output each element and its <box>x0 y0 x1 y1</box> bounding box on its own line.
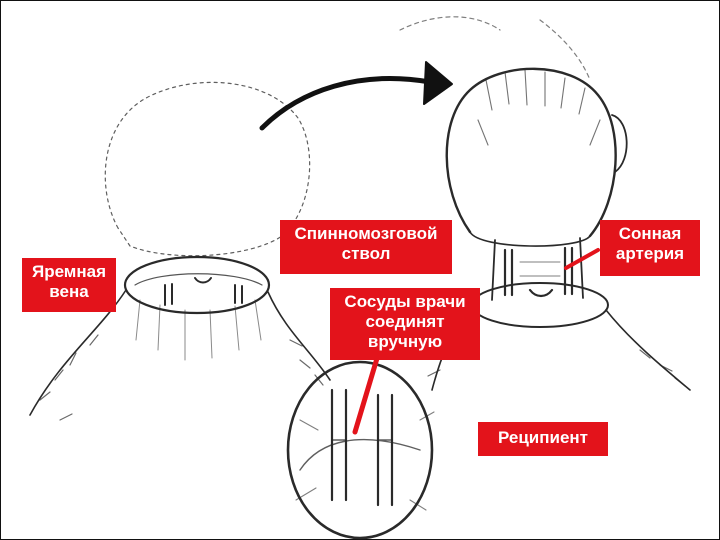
label-jugular-vein: Яремная вена <box>22 258 116 312</box>
recipient-vessels <box>505 248 572 296</box>
label-spinal-line-2: ствол <box>288 244 444 264</box>
label-carotid-line-1: Сонная <box>608 224 692 244</box>
label-recipient-text: Реципиент <box>486 428 600 448</box>
donor-neck-cut <box>125 257 269 313</box>
vessels-leader-line <box>355 355 378 432</box>
magnifier-circle <box>288 362 432 538</box>
label-vessels-line-1: Сосуды врачи <box>338 292 472 312</box>
label-spinal-line-1: Спинномозговой <box>288 224 444 244</box>
transfer-arrow <box>262 79 430 128</box>
label-recipient: Реципиент <box>478 422 608 456</box>
label-jugular-line-2: вена <box>30 282 108 302</box>
label-carotid-artery: Сонная артерия <box>600 220 700 276</box>
donor-head <box>105 82 309 255</box>
label-carotid-line-2: артерия <box>608 244 692 264</box>
label-vessels-sewn: Сосуды врачи соединят вручную <box>330 288 480 360</box>
label-vessels-line-2: соединят <box>338 312 472 332</box>
label-vessels-line-3: вручную <box>338 332 472 352</box>
label-spinal-cord: Спинномозговой ствол <box>280 220 452 274</box>
donor-vessels <box>165 278 242 305</box>
label-jugular-line-1: Яремная <box>30 262 108 282</box>
recipient-head <box>447 69 616 236</box>
